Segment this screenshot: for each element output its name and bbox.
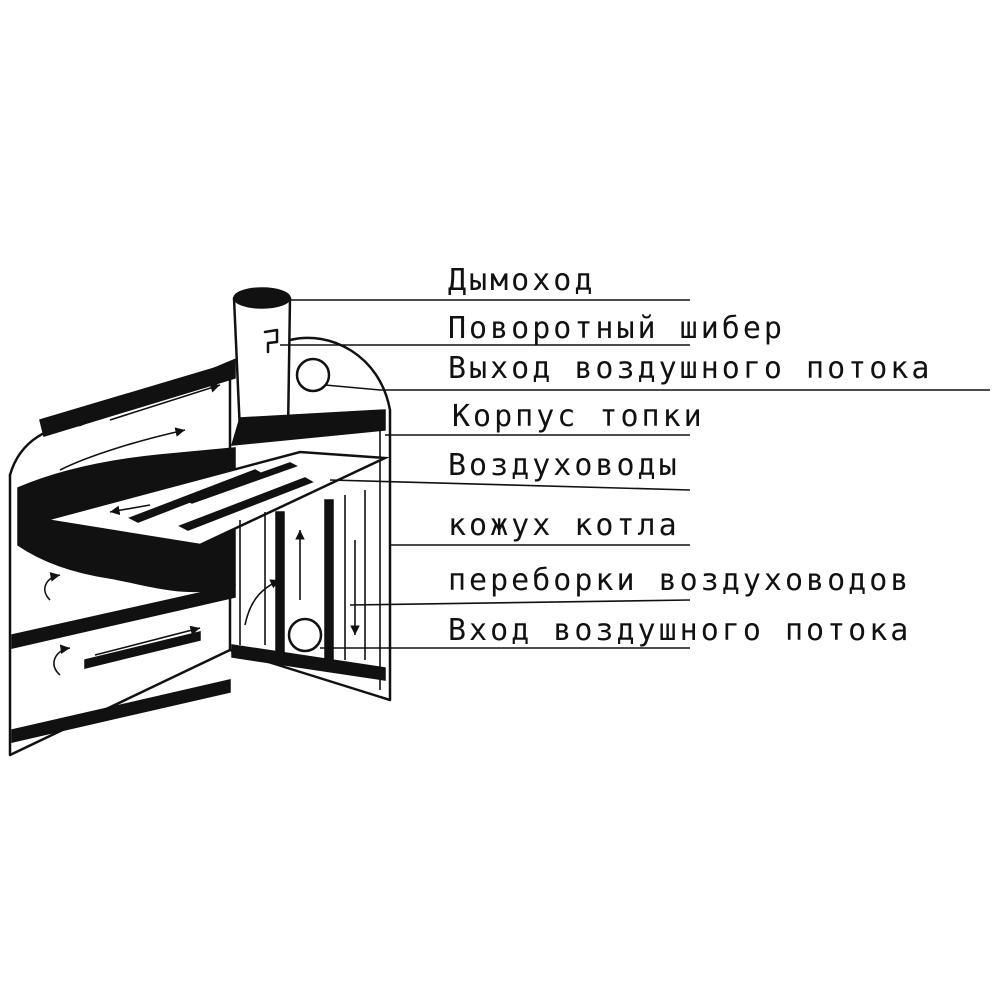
label-air-ducts: Воздуховоды bbox=[448, 448, 680, 483]
damper-handle bbox=[263, 328, 279, 354]
chimney-top bbox=[233, 287, 291, 309]
label-duct-partitions: переборки воздуховодов bbox=[448, 563, 911, 598]
firebox-top-plate bbox=[230, 409, 386, 446]
duct-slot-3 bbox=[182, 462, 298, 504]
casing-outline-right bbox=[228, 336, 392, 702]
lower-band-3 bbox=[11, 679, 231, 743]
air-outlet-circle bbox=[295, 357, 331, 393]
casing-top-band bbox=[39, 360, 236, 437]
air-inlet-circle bbox=[287, 617, 323, 653]
label-air-inlet: Вход воздушного потока bbox=[448, 613, 911, 648]
chimney-pipe bbox=[232, 296, 292, 440]
label-firebox: Корпус топки bbox=[452, 399, 705, 434]
leader-duct-partitions bbox=[349, 599, 691, 606]
boiler-body bbox=[8, 287, 392, 757]
label-boiler-casing: кожух котла bbox=[448, 508, 680, 543]
air-duct-plate bbox=[44, 450, 390, 547]
label-air-outlet: Выход воздушного потока bbox=[448, 351, 932, 386]
lower-band-1 bbox=[11, 584, 236, 649]
leader-air-outlet bbox=[324, 384, 990, 391]
airflow-arrows bbox=[44, 383, 360, 676]
leader-lines bbox=[280, 299, 990, 649]
lower-band-2 bbox=[84, 631, 201, 669]
duct-slot-2 bbox=[178, 477, 314, 531]
partition-2 bbox=[324, 499, 334, 661]
labels: Дымоход Поворотный шибер Выход воздушног… bbox=[448, 263, 932, 648]
base-band bbox=[231, 644, 386, 681]
label-damper: Поворотный шибер bbox=[448, 311, 785, 346]
label-chimney: Дымоход bbox=[448, 263, 595, 298]
leader-air-ducts bbox=[329, 479, 691, 491]
